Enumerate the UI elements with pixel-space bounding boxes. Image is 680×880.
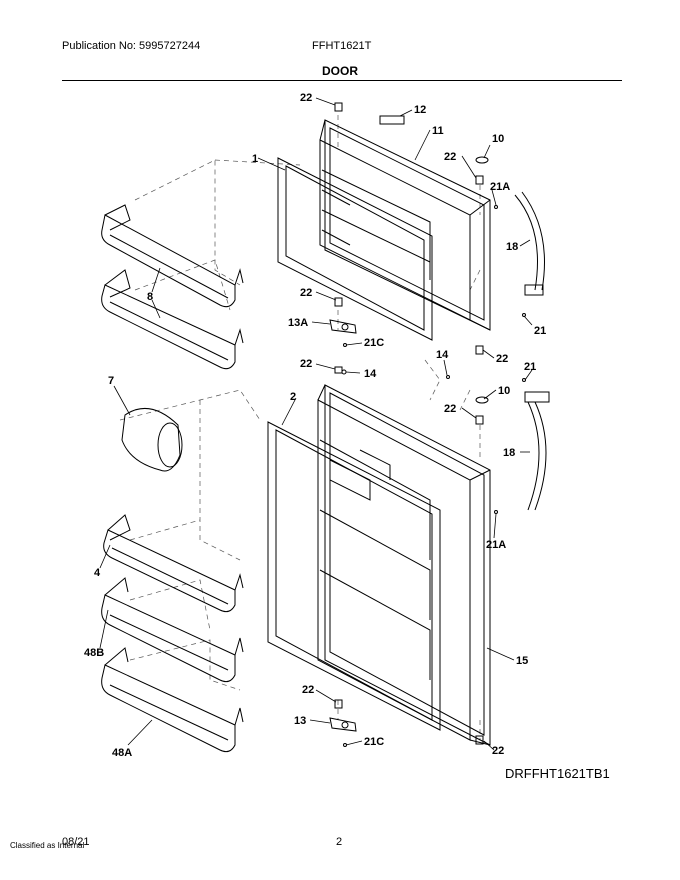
callout-labels: 22 12 11 10 22 21A 18 21 1 8 22 13A 21C … xyxy=(84,92,546,759)
callout-22: 22 xyxy=(302,684,314,696)
callout-22: 22 xyxy=(300,358,312,370)
callout-21a: 21A xyxy=(490,181,510,193)
callout-4: 4 xyxy=(94,567,101,579)
callout-18: 18 xyxy=(506,241,518,253)
callout-1: 1 xyxy=(252,153,258,165)
freezer-handle xyxy=(514,191,545,296)
callout-7: 7 xyxy=(108,375,114,387)
publication-number: Publication No: 5995727244 xyxy=(62,40,201,52)
callout-48a: 48A xyxy=(112,747,132,759)
callout-21c: 21C xyxy=(364,736,384,748)
fresh-food-door xyxy=(317,384,491,746)
door-bin-48a xyxy=(101,647,244,753)
assembly-guide-lines xyxy=(119,115,481,740)
callout-22: 22 xyxy=(300,287,312,299)
callout-21: 21 xyxy=(534,325,546,337)
door-bin-48b xyxy=(101,577,244,683)
dairy-container xyxy=(121,408,183,472)
hinge-13a xyxy=(329,319,357,334)
door-shelf-4 xyxy=(103,514,244,613)
fresh-food-door-gasket xyxy=(267,421,441,731)
callout-10: 10 xyxy=(492,133,504,145)
callout-leaders xyxy=(99,97,533,751)
callout-13: 13 xyxy=(294,715,306,727)
section-title: DOOR xyxy=(322,64,358,78)
footer-classification: Classified as Internal xyxy=(10,841,85,850)
callout-14: 14 xyxy=(436,349,449,361)
callout-18: 18 xyxy=(503,447,515,459)
freezer-door-shelf-upper xyxy=(101,204,244,308)
model-number: FFHT1621T xyxy=(312,40,372,52)
callout-8: 8 xyxy=(147,291,153,303)
callout-22: 22 xyxy=(492,745,504,757)
callout-10: 10 xyxy=(498,385,510,397)
callout-21c: 21C xyxy=(364,337,384,349)
footer-date: 08/21 xyxy=(62,836,90,848)
drawing-code: DRFFHT1621TB1 xyxy=(505,766,610,781)
callout-2: 2 xyxy=(290,391,296,403)
callout-11: 11 xyxy=(432,125,444,137)
hinge-13 xyxy=(329,717,357,732)
callout-14: 14 xyxy=(364,368,377,380)
freezer-door xyxy=(319,119,491,331)
callout-22: 22 xyxy=(444,403,456,415)
callout-21a: 21A xyxy=(486,539,506,551)
callout-22: 22 xyxy=(444,151,456,163)
callout-22: 22 xyxy=(300,92,312,104)
screws-and-caps xyxy=(334,102,526,747)
freezer-door-shelf-lower xyxy=(101,269,244,370)
freezer-door-gasket xyxy=(277,157,433,341)
callout-48b: 48B xyxy=(84,647,104,659)
fresh-food-handle xyxy=(524,391,550,511)
callout-22: 22 xyxy=(496,353,508,365)
callout-21: 21 xyxy=(524,361,536,373)
callout-12: 12 xyxy=(414,104,426,116)
page-number: 2 xyxy=(336,836,343,848)
callout-13a: 13A xyxy=(288,317,308,329)
header-divider xyxy=(62,80,622,81)
callout-15: 15 xyxy=(516,655,528,667)
